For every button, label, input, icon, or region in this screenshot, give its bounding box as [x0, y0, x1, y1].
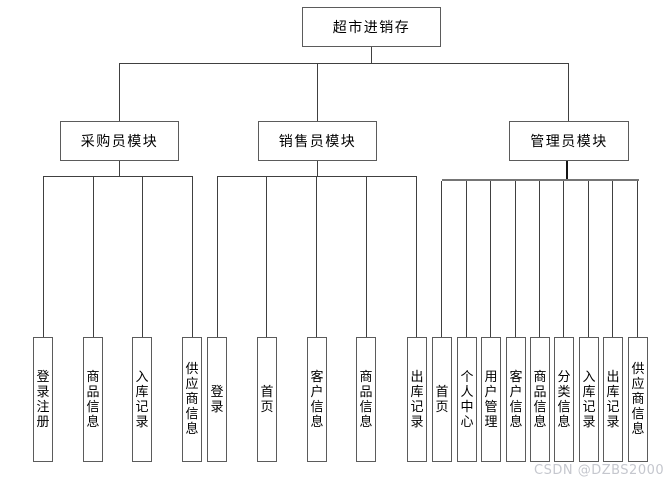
connector-purchaser-stub — [119, 161, 120, 176]
purchaser-leaf-supplier-info: 供应商信息 — [182, 337, 202, 462]
connector-drop-purchaser — [119, 63, 120, 121]
module-node-sales: 销售员模块 — [258, 121, 377, 161]
module-purchaser-label: 采购员模块 — [80, 134, 159, 150]
connector-drop-sales — [317, 63, 318, 121]
connector-admin-drop-2 — [466, 181, 467, 337]
connector-purchaser-drop-2 — [93, 176, 94, 337]
connector-purchaser-drop-1 — [43, 176, 44, 337]
admin-leaf-outbound-record: 出库记录 — [603, 337, 623, 462]
leaf-label: 供应商信息 — [185, 362, 199, 437]
leaf-label: 首页 — [260, 384, 274, 415]
connector-sales-drop-1 — [217, 176, 218, 337]
purchaser-leaf-login-register: 登录注册 — [33, 337, 53, 462]
leaf-label: 客户信息 — [310, 369, 324, 430]
leaf-label: 个人中心 — [460, 369, 474, 430]
connector-admin-drop-3 — [490, 181, 491, 337]
csdn-watermark: CSDN @DZBS2000 — [534, 463, 665, 478]
connector-admin-drop-7 — [588, 181, 589, 337]
leaf-label: 商品信息 — [533, 369, 547, 430]
root-node-supermarket-inventory: 超市进销存 — [302, 7, 441, 47]
leaf-label: 入库记录 — [582, 369, 596, 430]
leaf-label: 商品信息 — [359, 369, 373, 430]
connector-admin-drop-9 — [637, 181, 638, 337]
connector-admin-drop-4 — [515, 181, 516, 337]
purchaser-leaf-inbound-record: 入库记录 — [132, 337, 152, 462]
module-sales-label: 销售员模块 — [278, 134, 357, 150]
connector-purchaser-drop-3 — [142, 176, 143, 337]
root-node-label: 超市进销存 — [332, 20, 411, 36]
purchaser-leaf-product-info: 商品信息 — [83, 337, 103, 462]
connector-purchaser-drop-4 — [192, 176, 193, 337]
connector-admin-stub — [566, 161, 568, 181]
leaf-label: 入库记录 — [135, 369, 149, 430]
connector-purchaser-hline — [43, 176, 193, 177]
sales-leaf-outbound-record: 出库记录 — [407, 337, 427, 462]
leaf-label: 登录 — [210, 384, 224, 415]
admin-leaf-product-info: 商品信息 — [530, 337, 550, 462]
connector-admin-drop-8 — [612, 181, 613, 337]
leaf-label: 供应商信息 — [631, 362, 645, 437]
leaf-label: 分类信息 — [557, 369, 571, 430]
leaf-label: 登录注册 — [36, 369, 50, 430]
connector-sales-drop-2 — [266, 176, 267, 337]
leaf-label: 出库记录 — [410, 369, 424, 430]
module-node-purchaser: 采购员模块 — [60, 121, 179, 161]
sales-leaf-product-info: 商品信息 — [356, 337, 376, 462]
connector-admin-drop-6 — [563, 181, 564, 337]
admin-leaf-personal-center: 个人中心 — [457, 337, 477, 462]
admin-leaf-user-management: 用户管理 — [481, 337, 501, 462]
connector-level1-hline — [119, 63, 569, 64]
sales-leaf-customer-info: 客户信息 — [307, 337, 327, 462]
admin-leaf-supplier-info: 供应商信息 — [628, 337, 648, 462]
leaf-label: 商品信息 — [86, 369, 100, 430]
connector-admin-drop-1 — [441, 181, 442, 337]
module-node-admin: 管理员模块 — [509, 121, 629, 161]
sales-leaf-login: 登录 — [207, 337, 227, 462]
admin-leaf-home: 首页 — [432, 337, 452, 462]
admin-leaf-inbound-record: 入库记录 — [579, 337, 599, 462]
connector-root-stub — [371, 47, 372, 63]
module-admin-label: 管理员模块 — [530, 134, 608, 150]
connector-sales-stub — [317, 161, 318, 176]
leaf-label: 出库记录 — [606, 369, 620, 430]
leaf-label: 客户信息 — [509, 369, 523, 430]
leaf-label: 用户管理 — [484, 369, 498, 430]
admin-leaf-category-info: 分类信息 — [554, 337, 574, 462]
connector-sales-drop-3 — [316, 176, 317, 337]
connector-sales-hline — [217, 176, 417, 177]
sales-leaf-home: 首页 — [257, 337, 277, 462]
connector-admin-hline — [442, 179, 639, 181]
connector-sales-drop-5 — [416, 176, 417, 337]
leaf-label: 首页 — [435, 384, 449, 415]
connector-drop-admin — [568, 63, 569, 121]
admin-leaf-customer-info: 客户信息 — [506, 337, 526, 462]
connector-admin-drop-5 — [539, 181, 540, 337]
connector-sales-drop-4 — [366, 176, 367, 337]
